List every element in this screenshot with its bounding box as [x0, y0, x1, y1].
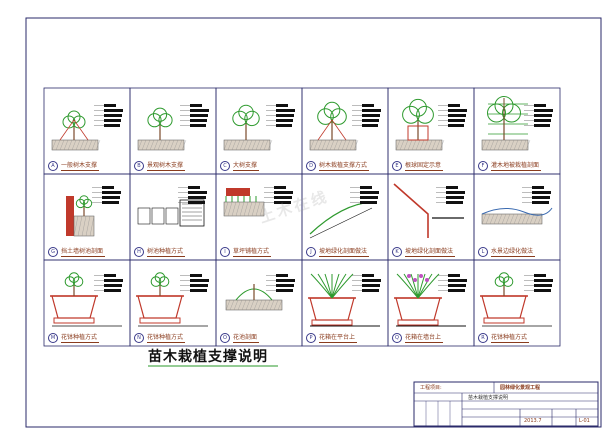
detail-panel-j	[301, 173, 389, 261]
detail-panel-a	[43, 87, 131, 175]
title-block	[413, 381, 599, 427]
detail-panel-l	[473, 173, 561, 261]
detail-panel-o	[215, 259, 303, 347]
detail-panel-d	[301, 87, 389, 175]
project-name: 园林绿化景观工程	[500, 385, 541, 391]
detail-panel-b	[129, 87, 217, 175]
detail-grid	[43, 87, 561, 347]
detail-panel-k	[387, 173, 475, 261]
drawing-date: 2013.7	[524, 418, 542, 424]
detail-panel-c	[215, 87, 303, 175]
drawing-name: 苗木栽植支撑说明	[468, 395, 509, 401]
detail-panel-p	[301, 259, 389, 347]
detail-panel-h	[129, 173, 217, 261]
project-label: 工程项目:	[420, 385, 442, 391]
detail-panel-m	[43, 259, 131, 347]
detail-panel-r	[473, 259, 561, 347]
outer-frame	[25, 17, 602, 428]
sheet-number: L-01	[579, 418, 590, 424]
page-title: 苗木栽植支撑说明	[148, 349, 268, 365]
detail-panel-e	[387, 87, 475, 175]
detail-panel-n	[129, 259, 217, 347]
detail-panel-f	[473, 87, 561, 175]
detail-panel-g	[43, 173, 131, 261]
detail-panel-q	[387, 259, 475, 347]
